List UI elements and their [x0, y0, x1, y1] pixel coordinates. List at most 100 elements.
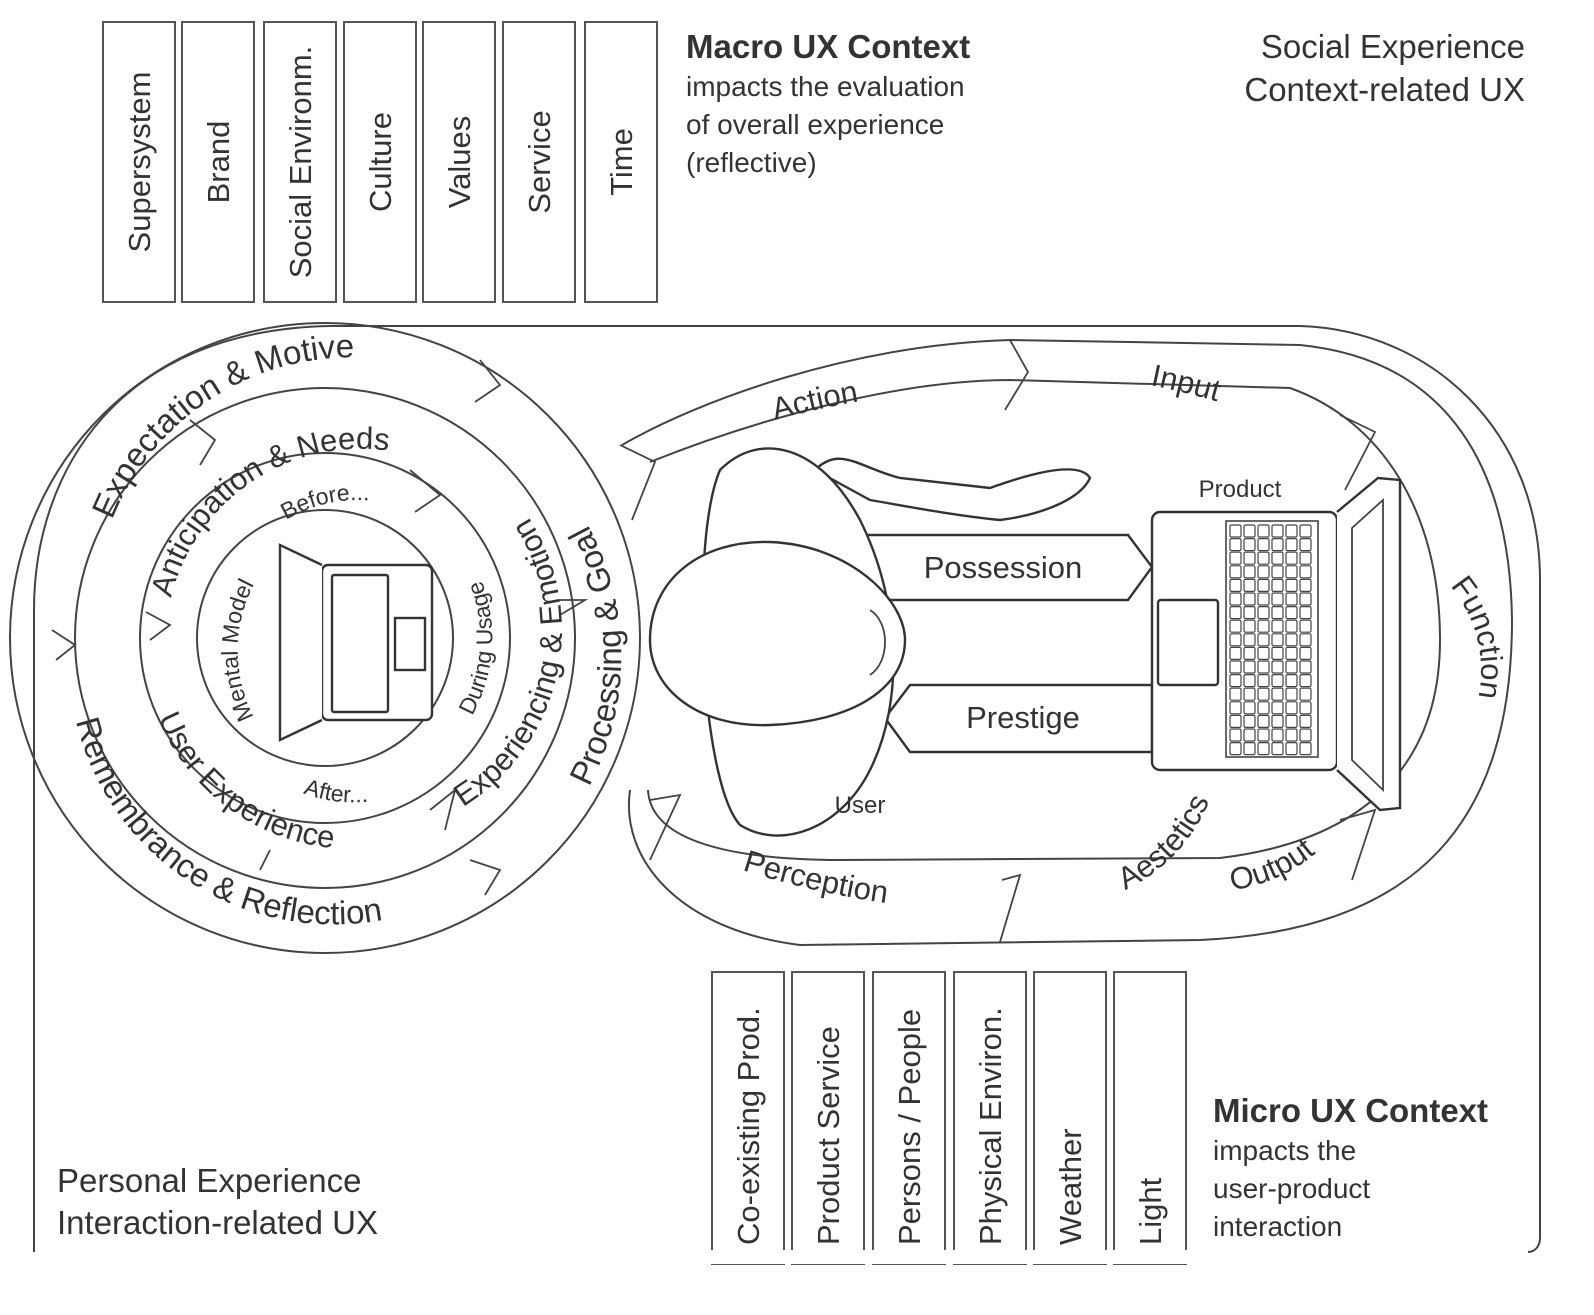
key	[1285, 660, 1298, 674]
micro-item-label: Light	[1133, 1177, 1168, 1245]
key	[1229, 633, 1242, 647]
micro-item-label: Co-existing Prod.	[731, 1007, 766, 1245]
key	[1229, 592, 1242, 606]
inner-ring-edge	[196, 509, 454, 767]
macro-item-label: Social Environm.	[283, 46, 318, 279]
key	[1257, 673, 1270, 688]
key	[1285, 633, 1298, 647]
key	[1285, 741, 1298, 756]
key	[1257, 687, 1270, 701]
svg-text:During Usage: During Usage	[453, 578, 497, 718]
key	[1299, 728, 1312, 742]
macro-line-2: of overall experience	[686, 109, 944, 140]
processing-goal-label: Processing & Goal	[561, 521, 628, 790]
personal-line-2: Interaction-related UX	[57, 1204, 378, 1241]
key	[1299, 578, 1312, 593]
key	[1243, 673, 1256, 688]
aestetics-label: Aestetics	[1112, 789, 1216, 897]
micro-box	[1033, 971, 1107, 1265]
key	[1257, 646, 1270, 661]
key	[1243, 524, 1256, 538]
key	[1271, 578, 1284, 593]
svg-text:Processing & Goal: Processing & Goal	[561, 521, 628, 790]
macro-box	[181, 21, 255, 303]
macro-item-label: Service	[522, 110, 557, 213]
key	[1271, 741, 1284, 756]
after-label: After...	[301, 773, 368, 807]
outer-ring-edge	[9, 322, 641, 954]
outer-ring-inner-edge	[74, 387, 576, 889]
key	[1257, 592, 1270, 606]
key	[1257, 633, 1270, 647]
key	[1243, 687, 1256, 701]
micro-box	[1113, 971, 1187, 1265]
user-label: User	[835, 792, 886, 819]
micro-item-label: Product Service	[811, 1026, 846, 1245]
key	[1229, 714, 1242, 729]
key	[1257, 714, 1270, 729]
macro-line-1: impacts the evaluation	[686, 71, 965, 102]
prestige-arrow: Prestige	[883, 683, 1154, 754]
micro-line-2: user-product	[1213, 1173, 1370, 1204]
key	[1271, 633, 1284, 647]
key	[1257, 578, 1270, 593]
key	[1271, 687, 1284, 701]
key	[1299, 646, 1312, 661]
key	[1299, 605, 1312, 620]
key	[1243, 741, 1256, 756]
key	[1257, 619, 1270, 633]
social-line-1: Social Experience	[1261, 28, 1525, 65]
key	[1285, 701, 1298, 715]
macro-box	[584, 21, 658, 303]
product-label: Product	[1199, 476, 1282, 503]
key	[1229, 524, 1242, 538]
user-figure: User	[648, 447, 1092, 837]
keyboard-icon	[1225, 520, 1319, 758]
key	[1243, 565, 1256, 579]
key	[1285, 592, 1298, 606]
svg-text:Aestetics: Aestetics	[1112, 789, 1216, 897]
experience-cycle	[9, 322, 641, 954]
key	[1271, 605, 1284, 620]
svg-text:Before...: Before...	[276, 479, 371, 524]
personal-experience-label: Personal Experience Interaction-related …	[57, 1162, 378, 1241]
key	[1257, 551, 1270, 565]
key	[1243, 646, 1256, 661]
key	[1271, 592, 1284, 606]
key	[1271, 619, 1284, 633]
key	[1257, 728, 1270, 742]
action-label: Action	[768, 374, 860, 427]
key	[1285, 605, 1298, 620]
key	[1243, 701, 1256, 715]
svg-text:Input: Input	[1149, 358, 1225, 409]
key	[1299, 687, 1312, 701]
micro-item-label: Persons / People	[892, 1009, 927, 1245]
key	[1285, 687, 1298, 701]
key	[1285, 673, 1298, 688]
possession-label: Possession	[924, 550, 1083, 585]
key	[1271, 537, 1284, 552]
macro-title: Macro UX Context	[686, 28, 970, 65]
key	[1271, 701, 1284, 715]
key	[1243, 605, 1256, 620]
before-label: Before...	[276, 479, 371, 524]
key	[1271, 551, 1284, 565]
key	[1285, 565, 1298, 579]
key	[1243, 592, 1256, 606]
macro-item-label: Culture	[363, 112, 398, 212]
svg-text:Mental Model: Mental Model	[217, 575, 259, 726]
personal-line-1: Personal Experience	[57, 1162, 362, 1199]
key	[1285, 524, 1298, 538]
macro-box	[343, 21, 417, 303]
micro-box	[791, 971, 865, 1265]
key	[1243, 551, 1256, 565]
perception-label: Perception	[740, 843, 891, 910]
macro-ux-context-header: Macro UX Context impacts the evaluation …	[686, 28, 970, 178]
macro-item-label: Values	[442, 116, 477, 209]
key	[1243, 633, 1256, 647]
social-line-2: Context-related UX	[1244, 71, 1525, 108]
product-laptop-icon: Product	[1150, 476, 1402, 812]
svg-text:Output: Output	[1227, 831, 1321, 897]
